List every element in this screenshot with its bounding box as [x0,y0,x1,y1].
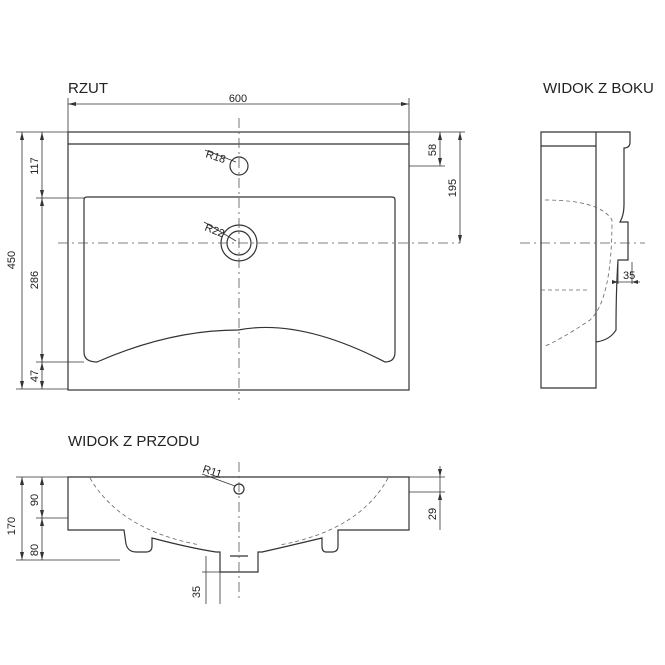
plan-basin-outline [67,131,410,391]
front-view-outline: R11 [67,463,410,573]
plan-front-depth-label: 47 [29,370,41,382]
side-waste-dimension: 35 [612,262,640,284]
plan-bowl-depth-label: 286 [29,271,41,289]
drain-radius-label: R22 [203,222,226,241]
plan-width-dimension: 600 [67,93,410,132]
side-view-title: WIDOK Z BOKU [543,80,654,97]
front-lower-label: 80 [29,544,41,556]
plan-width-label: 600 [229,93,247,105]
front-waste-label: 35 [191,586,203,598]
front-waste-dimension: 35 [191,556,230,604]
overflow-radius-label: R11 [201,463,223,480]
side-waste-label: 35 [623,270,635,282]
plan-view-title: RZUT [68,80,108,97]
front-height-total-label: 170 [6,517,18,535]
front-left-dimensions: 170 90 80 [6,476,120,561]
front-upper-label: 90 [29,494,41,506]
front-right-dimension: 29 [409,466,445,530]
tap-radius-label: R18 [204,148,227,166]
plan-back-depth-label: 117 [29,157,41,175]
drain-hole: R22 [203,222,258,262]
tap-offset-label: 58 [427,144,439,156]
side-view-outline [540,131,631,389]
plan-depth-total-label: 450 [6,251,18,269]
tap-hole: R18 [204,148,249,176]
plan-left-dimensions: 450 117 286 47 [6,131,84,390]
front-rim-label: 29 [427,508,439,520]
drain-offset-label: 195 [447,179,459,197]
plan-right-dimensions: 58 195 [409,131,465,243]
front-view-title: WIDOK Z PRZODU [68,433,200,450]
